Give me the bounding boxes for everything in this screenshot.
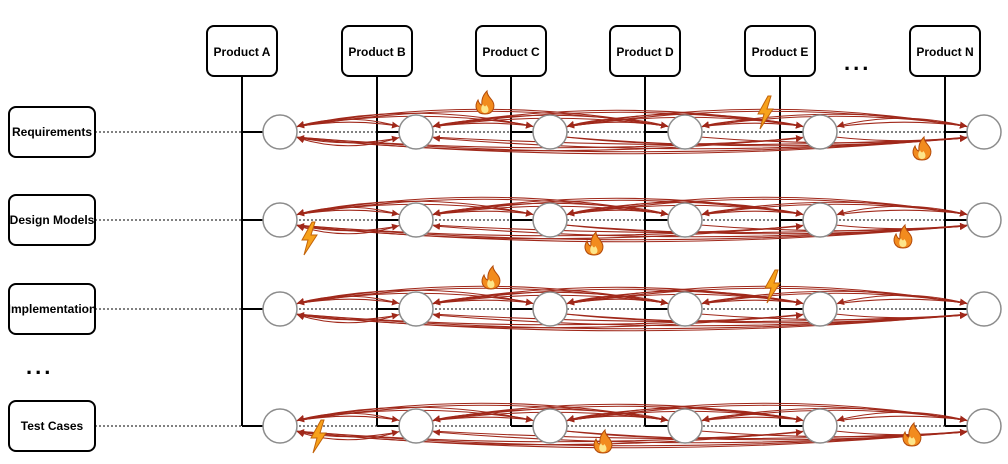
- trace-link-arrow: [433, 197, 806, 217]
- product-label: Product N: [916, 45, 973, 59]
- artifact-node: [802, 291, 838, 327]
- fire-icon: [902, 421, 922, 447]
- trace-link-arrow: [834, 298, 967, 306]
- artifact-node: [802, 202, 838, 238]
- artifact-node: [667, 408, 703, 444]
- trace-link-arrow: [702, 290, 970, 306]
- product-box: Product A: [206, 25, 278, 77]
- fire-icon: [893, 223, 913, 249]
- trace-link-arrow: [834, 223, 967, 231]
- artifact-nodes: [262, 114, 1002, 444]
- artifact-node: [532, 202, 568, 238]
- product-label: Product B: [348, 45, 406, 59]
- artifact-node: [802, 114, 838, 150]
- artifact-label: Requirements: [12, 125, 92, 139]
- artifact-node: [262, 291, 298, 327]
- artifact-node: [398, 202, 434, 238]
- trace-link-arrow: [294, 223, 967, 241]
- artifact-label: Implementation: [8, 302, 97, 316]
- artifact-node: [667, 202, 703, 238]
- fire-icon: [475, 89, 495, 115]
- artifact-node: [966, 202, 1002, 238]
- product-label: Product A: [214, 45, 271, 59]
- product-label: Product C: [482, 45, 540, 59]
- fire-icon: [593, 428, 613, 454]
- lightning-icon: [310, 419, 327, 454]
- artifact-label: Design Models: [10, 213, 95, 227]
- status-icons: [301, 89, 932, 454]
- artifact-box: Design Models: [8, 194, 96, 246]
- artifact-node: [532, 408, 568, 444]
- artifact-node: [667, 114, 703, 150]
- lightning-icon: [764, 269, 781, 304]
- trace-link-arrow: [699, 292, 967, 306]
- artifact-node: [966, 114, 1002, 150]
- trace-link-arrow: [699, 115, 967, 129]
- product-box: Product N: [909, 25, 981, 77]
- trace-link-arrow: [433, 286, 806, 306]
- artifact-node: [966, 291, 1002, 327]
- artifact-node: [966, 408, 1002, 444]
- trace-link-arrow: [294, 429, 967, 447]
- lightning-icon: [757, 95, 774, 130]
- artifact-node: [532, 291, 568, 327]
- trace-link-arrow: [294, 135, 967, 153]
- trace-link-arrow: [834, 429, 967, 437]
- trace-link-arrow: [834, 121, 967, 129]
- trace-link-arrow: [837, 117, 970, 128]
- artifact-box: Requirements: [8, 106, 96, 158]
- artifact-node: [398, 114, 434, 150]
- label-boxes: Product A Product B Product C Product D Prod…: [8, 25, 981, 452]
- trace-link-arrow: [837, 205, 970, 216]
- trace-links: [294, 108, 970, 449]
- product-label: Product E: [752, 45, 809, 59]
- product-label: Product D: [616, 45, 674, 59]
- artifact-node: [398, 408, 434, 444]
- trace-link-arrow: [433, 403, 806, 423]
- product-box: Product C: [475, 25, 547, 77]
- fire-icon: [481, 264, 501, 290]
- artifact-node: [262, 408, 298, 444]
- trace-link-arrow: [297, 313, 402, 324]
- trace-link-arrow: [837, 294, 970, 305]
- product-box: Product D: [609, 25, 681, 77]
- trace-link-arrow: [834, 135, 967, 143]
- artifact-node: [262, 114, 298, 150]
- trace-link-arrow: [297, 136, 402, 147]
- fire-icon: [584, 230, 604, 256]
- artifact-node: [667, 291, 703, 327]
- trace-link-arrow: [294, 312, 967, 330]
- trace-link-arrow: [433, 109, 806, 129]
- trace-link-arrow: [702, 113, 970, 129]
- trace-link-arrow: [834, 415, 967, 423]
- artifacts-ellipsis: ...: [26, 354, 53, 379]
- fire-icon: [912, 135, 932, 161]
- trace-link-arrow: [297, 430, 402, 441]
- lightning-icon: [301, 221, 318, 256]
- artifact-node: [398, 291, 434, 327]
- artifact-node: [802, 408, 838, 444]
- artifact-box: Test Cases: [8, 400, 96, 452]
- trace-link-arrow: [702, 407, 970, 423]
- artifact-node: [262, 202, 298, 238]
- product-box: Product B: [341, 25, 413, 77]
- trace-link-arrow: [837, 411, 970, 422]
- trace-link-arrow: [834, 209, 967, 217]
- trace-link-arrow: [699, 203, 967, 217]
- product-box: Product E: [744, 25, 816, 77]
- trace-link-arrow: [834, 312, 967, 320]
- products-ellipsis: ...: [844, 50, 871, 75]
- artifact-label: Test Cases: [21, 419, 84, 433]
- artifact-node: [532, 114, 568, 150]
- trace-link-arrow: [699, 409, 967, 423]
- trace-link-arrow: [702, 201, 970, 217]
- artifact-box: Implementation: [8, 283, 97, 335]
